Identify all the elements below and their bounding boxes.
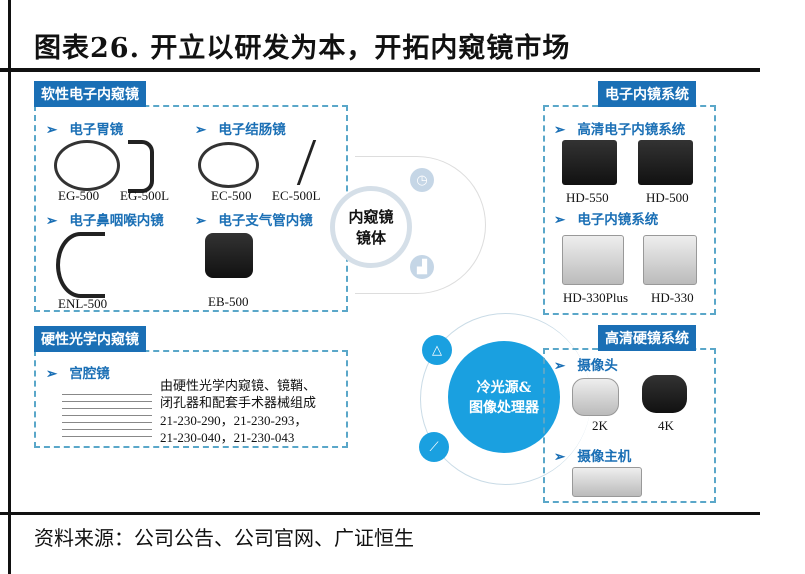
group-hysteroscope: ➢ 宫腔镜 — [46, 362, 110, 382]
bottom-rule — [0, 512, 760, 515]
light-source-processor-circle: 冷光源&图像处理器 — [448, 341, 560, 453]
group-bronchoscope: ➢ 电子支气管内镜 — [195, 209, 313, 229]
model-label: EC-500 — [211, 188, 252, 203]
group-name: 电子结肠镜 — [218, 122, 286, 138]
arrow-icon: ➢ — [554, 122, 566, 138]
electronic-system-label: 电子内镜系统 — [598, 81, 696, 107]
group-nasopharyngoscope: ➢ 电子鼻咽喉内镜 — [46, 209, 164, 229]
source-note: 资料来源：公司公告、公司官网、广证恒生 — [34, 526, 414, 550]
group-colonoscope: ➢ 电子结肠镜 — [195, 118, 286, 138]
model-label: ENL-500 — [58, 296, 108, 311]
group-camera-host: ➢ 摄像主机 — [554, 445, 631, 465]
model-label: HD-330 — [651, 290, 694, 305]
model-label: HD-330Plus — [563, 290, 629, 305]
figure-title: 图表26. 开立以研发为本，开拓内窥镜市场 — [34, 33, 571, 64]
rigid-box — [34, 350, 348, 448]
model-label: EB-500 — [208, 294, 249, 309]
group-name: 摄像主机 — [577, 449, 632, 465]
bar-chart-icon: ▟ — [410, 255, 434, 279]
rigid-label: 硬性光学内窥镜 — [34, 326, 146, 352]
group-name: 电子内镜系统 — [577, 212, 659, 228]
arrow-icon: ➢ — [554, 449, 566, 465]
left-rule — [8, 0, 11, 574]
arrow-icon: ➢ — [46, 366, 58, 382]
group-gastroscope: ➢ 电子胃镜 — [46, 118, 123, 138]
hd550-image — [562, 140, 617, 185]
desc-line: 闭孔器和配套手术器械组成 — [160, 396, 317, 411]
eb500-image — [205, 233, 253, 278]
group-camera-head: ➢ 摄像头 — [554, 354, 618, 374]
group-name: 电子支气管内镜 — [218, 213, 313, 229]
hd330plus-image — [562, 235, 624, 285]
camera-2k-image — [572, 378, 619, 416]
circle-text: 镜体 — [355, 229, 386, 247]
scope-body-circle: 内窥镜镜体 — [330, 186, 412, 268]
circle-text: 图像处理器 — [469, 400, 539, 416]
group-name: 摄像头 — [577, 358, 618, 374]
group-name: 宫腔镜 — [69, 366, 110, 382]
hysteroscope-image — [62, 388, 152, 438]
arrow-icon: ➢ — [195, 122, 207, 138]
camera-host-image — [572, 467, 642, 497]
flexible-label: 软性电子内窥镜 — [34, 81, 146, 107]
hd500-image — [638, 140, 693, 185]
model-label: 4K — [658, 418, 674, 433]
desc-line: 21-230-040，21-230-043 — [160, 430, 295, 445]
desc-line: 由硬性光学内窥镜、镜鞘、 — [160, 379, 317, 394]
model-label: EC-500L — [272, 188, 321, 203]
hd-rigid-label: 高清硬镜系统 — [598, 325, 696, 351]
arrow-icon: ➢ — [46, 122, 58, 138]
top-rule — [0, 68, 760, 72]
group-system: ➢ 电子内镜系统 — [554, 208, 658, 228]
circle-text: 冷光源& — [476, 380, 532, 396]
arrow-icon: ➢ — [195, 213, 207, 229]
arrow-icon: ➢ — [46, 213, 58, 229]
model-label: EG-500L — [120, 188, 170, 203]
model-label: HD-500 — [646, 190, 689, 205]
desc-line: 21-230-290，21-230-293， — [160, 413, 308, 428]
circle-text: 内窥镜 — [348, 208, 394, 226]
group-hd-system: ➢ 高清电子内镜系统 — [554, 118, 685, 138]
clock-icon: ◷ — [410, 168, 434, 192]
group-name: 电子胃镜 — [69, 122, 124, 138]
line-chart-icon: ⟋ — [419, 432, 449, 462]
camera-4k-image — [642, 375, 687, 413]
model-label: EG-500 — [58, 188, 100, 203]
triangle-icon: △ — [422, 335, 452, 365]
group-name: 高清电子内镜系统 — [577, 122, 686, 138]
model-label: 2K — [592, 418, 608, 433]
rigid-description: 由硬性光学内窥镜、镜鞘、 闭孔器和配套手术器械组成 21-230-290，21-… — [160, 378, 316, 446]
orbit-arc — [420, 313, 591, 485]
hd330-image — [643, 235, 697, 285]
eg500-image — [54, 140, 120, 191]
ec500-image — [198, 142, 259, 188]
group-name: 电子鼻咽喉内镜 — [69, 213, 164, 229]
model-label: HD-550 — [566, 190, 609, 205]
arrow-icon: ➢ — [554, 212, 566, 228]
orbit-arc — [355, 156, 486, 294]
arrow-icon: ➢ — [554, 358, 566, 374]
eg500l-image — [128, 140, 154, 193]
enl500-image — [56, 232, 105, 298]
